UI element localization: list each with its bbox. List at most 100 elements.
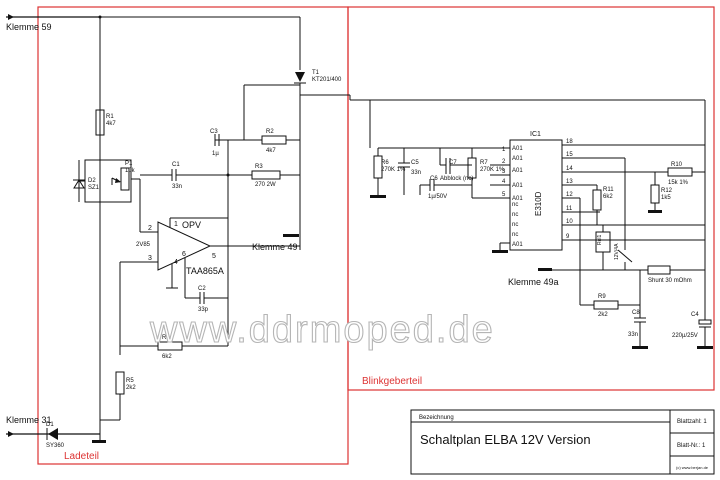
r2-label: R2 xyxy=(266,129,274,135)
page-title: Schaltplan ELBA 12V Version xyxy=(420,432,591,447)
r12-label: R12 xyxy=(661,188,673,194)
r1-label: R1 xyxy=(106,114,114,120)
t1-value: KT201/400 xyxy=(312,77,342,83)
c6-value: 1µ/50V xyxy=(428,194,447,200)
t1-label: T1 xyxy=(312,70,320,76)
d1-label: D1 xyxy=(46,422,54,428)
ic-left-pin: A01 xyxy=(512,196,523,202)
r6-value: 270K 1% xyxy=(381,167,406,173)
shunt-label: Shunt 30 mOhm xyxy=(648,278,692,284)
d2-label: D2 xyxy=(88,178,96,184)
c3-label: C3 xyxy=(210,129,218,135)
ic-left-number: 2 xyxy=(502,159,506,165)
ic-left-pin: nc xyxy=(512,222,518,228)
r3-value: 270 2W xyxy=(255,182,276,188)
r12-value: 1k5 xyxy=(661,195,671,201)
ic-right-pin: 13 xyxy=(566,179,573,185)
c1-value: 33n xyxy=(172,184,182,190)
opv-label: OPV xyxy=(182,220,201,230)
r5-label: R5 xyxy=(126,378,134,384)
title-block-blattzahl: Blattzahl: 1 xyxy=(677,419,707,425)
ladeteil-wiring xyxy=(6,14,351,443)
relay-label: Rel1 xyxy=(597,234,603,245)
r9-value: 2k2 xyxy=(598,312,608,318)
ic1-label: IC1 xyxy=(530,131,541,138)
r11-value: 6k2 xyxy=(603,194,613,200)
ic-left-number: 1 xyxy=(502,147,506,153)
c7-value: Abblock (nc) xyxy=(440,176,473,182)
r1-value: 4k7 xyxy=(106,121,116,127)
ic-right-pin: 9 xyxy=(566,234,570,240)
ic-right-pin: 15 xyxy=(566,152,573,158)
r4-label: R4 xyxy=(162,335,170,341)
r7-label: R7 xyxy=(480,160,488,166)
r6-label: R6 xyxy=(381,160,389,166)
ic-left-pin: nc xyxy=(512,202,518,208)
c8-value: 33n xyxy=(628,332,638,338)
label-klemme-59: Klemme 59 xyxy=(6,22,52,32)
r3-label: R3 xyxy=(255,164,263,170)
c7-label: C7 xyxy=(449,160,457,166)
r11-label: R11 xyxy=(603,187,614,193)
label-klemme-49a: Klemme 49a xyxy=(508,277,559,287)
title-block-bezeichnung: Bezeichnung xyxy=(419,415,454,421)
ic-left-pin: A01 xyxy=(512,168,523,174)
d1-value: SY360 xyxy=(46,443,65,449)
c1-label: C1 xyxy=(172,162,180,168)
ic-right-pin: 14 xyxy=(566,166,573,172)
r10-label: R10 xyxy=(671,162,683,168)
c6-label: C6 xyxy=(430,176,438,182)
label-blinkgeberteil: Blinkgeberteil xyxy=(362,376,422,387)
opamp-pin-4: 4 xyxy=(174,259,178,266)
c5-value: 33n xyxy=(411,170,421,176)
label-klemme-49: Klemme 49 xyxy=(252,242,298,252)
r7-value: 270K 1% xyxy=(480,167,505,173)
d2-value: SZ1 xyxy=(88,185,100,191)
relay-value: 12V/4A xyxy=(614,243,620,260)
ref-voltage-label: 2V85 xyxy=(136,242,151,248)
ic-left-number: 3 xyxy=(502,169,506,175)
blinkgeber-wiring xyxy=(350,99,713,349)
opamp-pin-6: 6 xyxy=(182,251,186,258)
opamp-pin-5: 5 xyxy=(212,253,216,260)
c8-label: C8 xyxy=(632,310,640,316)
label-ladeteil: Ladeteil xyxy=(64,451,99,462)
ic-left-pin: A01 xyxy=(512,242,523,248)
ic-right-pin: 18 xyxy=(566,139,573,145)
r5-value: 2k2 xyxy=(126,385,136,391)
r9-label: R9 xyxy=(598,294,606,300)
opv-ic-label: TAA865A xyxy=(186,266,224,276)
opamp-pin-2: 2 xyxy=(148,225,152,232)
opamp-pin-1: 1 xyxy=(174,221,178,228)
r4-value: 6k2 xyxy=(162,354,172,360)
ic-left-pin: nc xyxy=(512,232,518,238)
title-block xyxy=(410,409,715,475)
ic-left-pin: A01 xyxy=(512,183,523,189)
ic-left-pin: A01 xyxy=(512,146,523,152)
ic-left-pin: nc xyxy=(512,212,518,218)
c4-value: 220µ/25V xyxy=(672,333,698,339)
p1-value: 10k xyxy=(125,168,136,174)
title-block-blatt-nr: Blatt-Nr.: 1 xyxy=(677,443,706,449)
label-klemme-31: Klemme 31 xyxy=(6,415,52,425)
ic-left-number: 4 xyxy=(502,179,506,185)
ic-right-pin: 12 xyxy=(566,192,573,198)
p1-label: P1 xyxy=(125,161,133,167)
c5-label: C5 xyxy=(411,160,419,166)
c4-label: C4 xyxy=(691,312,699,318)
r10-value: 15k 1% xyxy=(668,180,689,186)
watermark: www.ddrmoped.de xyxy=(149,309,495,351)
r2-value: 4k7 xyxy=(266,148,276,154)
title-block-copyright: (c) www.berjan.de xyxy=(676,465,709,470)
ic-left-pin: A01 xyxy=(512,156,523,162)
ic-right-pin: 10 xyxy=(566,219,573,225)
opamp-pin-3: 3 xyxy=(148,255,152,262)
ic1-type: E310D xyxy=(534,191,543,216)
c2-value: 33p xyxy=(198,307,209,313)
blinkgeberteil-frame xyxy=(347,6,715,391)
ic-right-pin: 11 xyxy=(566,206,573,212)
c2-label: C2 xyxy=(198,286,206,292)
ic-left-number: 5 xyxy=(502,192,506,198)
